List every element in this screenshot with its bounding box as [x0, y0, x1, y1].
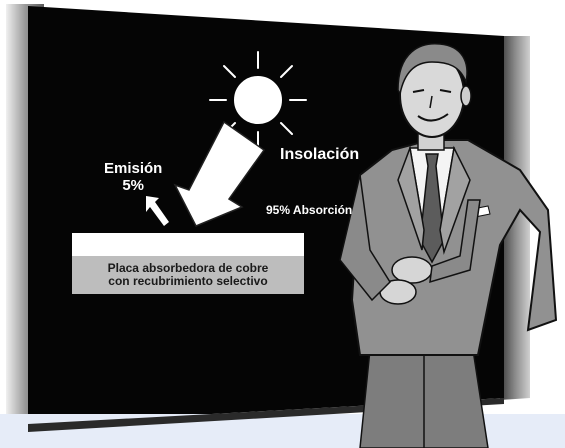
plate-white-layer	[72, 233, 304, 256]
plate-label-line1: Placa absorbedora de cobre	[107, 261, 269, 275]
incoming-arrow-icon	[173, 120, 266, 227]
insolation-label: Insolación	[280, 146, 360, 163]
emission-value: 5%	[122, 177, 145, 194]
emission-label-text: Emisión	[104, 160, 163, 177]
emission-arrow-icon	[146, 196, 169, 226]
plate-label: Placa absorbedora de cobre con recubrimi…	[72, 258, 304, 292]
emission-label: Emisión 5%	[104, 160, 162, 194]
presenter-figure	[339, 43, 558, 448]
plate-copper-layer	[72, 256, 304, 294]
plate-label-line2: con recubrimiento selectivo	[108, 274, 268, 288]
absorption-label: 95% Absorción	[266, 203, 353, 217]
